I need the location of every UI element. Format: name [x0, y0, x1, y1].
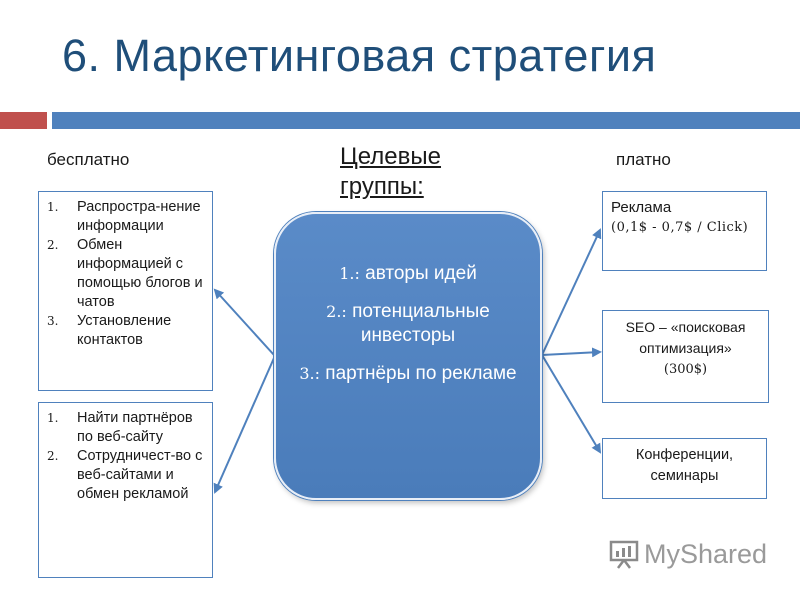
label-paid: платно — [616, 150, 671, 169]
list-item: Найти партнёров по веб-сайту — [47, 409, 193, 445]
presentation-chart-icon — [609, 540, 639, 569]
conferences-box: Конференции, семинары — [602, 438, 767, 499]
label-free: бесплатно — [47, 150, 130, 169]
watermark-logo: MyShared — [608, 537, 767, 571]
header-bar-red — [0, 112, 47, 129]
arrow-to-seo — [541, 347, 602, 358]
arrow-to-left-bottom — [213, 357, 275, 494]
page-title: 6. Маркетинговая стратегия — [62, 30, 657, 81]
ads-box: Реклама (0,1$ - 0,7$ / Click) — [602, 191, 767, 271]
header-bar-blue — [52, 112, 800, 129]
target-group-item: 2.: потенциальные инвесторы — [326, 301, 490, 346]
target-group-item: 3.: партнёры по рекламе — [299, 363, 517, 384]
watermark-text: MyShared — [644, 538, 768, 569]
list-item: Сотрудничест-во с веб-сайтами и обмен ре… — [47, 447, 203, 502]
conferences-text: Конференции, семинары — [635, 447, 734, 484]
partner-channels-box: Найти партнёров по веб-сайту Сотрудничес… — [38, 402, 213, 578]
list-item: Установление контактов — [47, 312, 172, 348]
list-item: Обмен информацией с помощью блогов и чат… — [47, 236, 203, 310]
target-group-item: 1.: авторы идей — [339, 263, 477, 284]
target-groups-box: 1.: авторы идей 2.: потенциальные инвест… — [274, 212, 542, 500]
label-target-groups: Целевые группы: — [340, 143, 442, 200]
seo-text: SEO – «поисковая оптимизация» — [625, 319, 746, 356]
seo-box: SEO – «поисковая оптимизация» (300$) — [602, 310, 769, 403]
free-channels-box: Распростра-нение информации Обмен информ… — [38, 191, 213, 391]
ads-title: Реклама — [611, 199, 672, 216]
arrow-to-ads — [541, 228, 602, 356]
seo-price: (300$) — [663, 362, 708, 377]
list-item: Распростра-нение информации — [47, 198, 201, 234]
arrow-to-conferences — [541, 354, 602, 454]
ads-price: (0,1$ - 0,7$ / Click) — [611, 220, 749, 235]
arrow-to-left-top — [213, 288, 275, 356]
